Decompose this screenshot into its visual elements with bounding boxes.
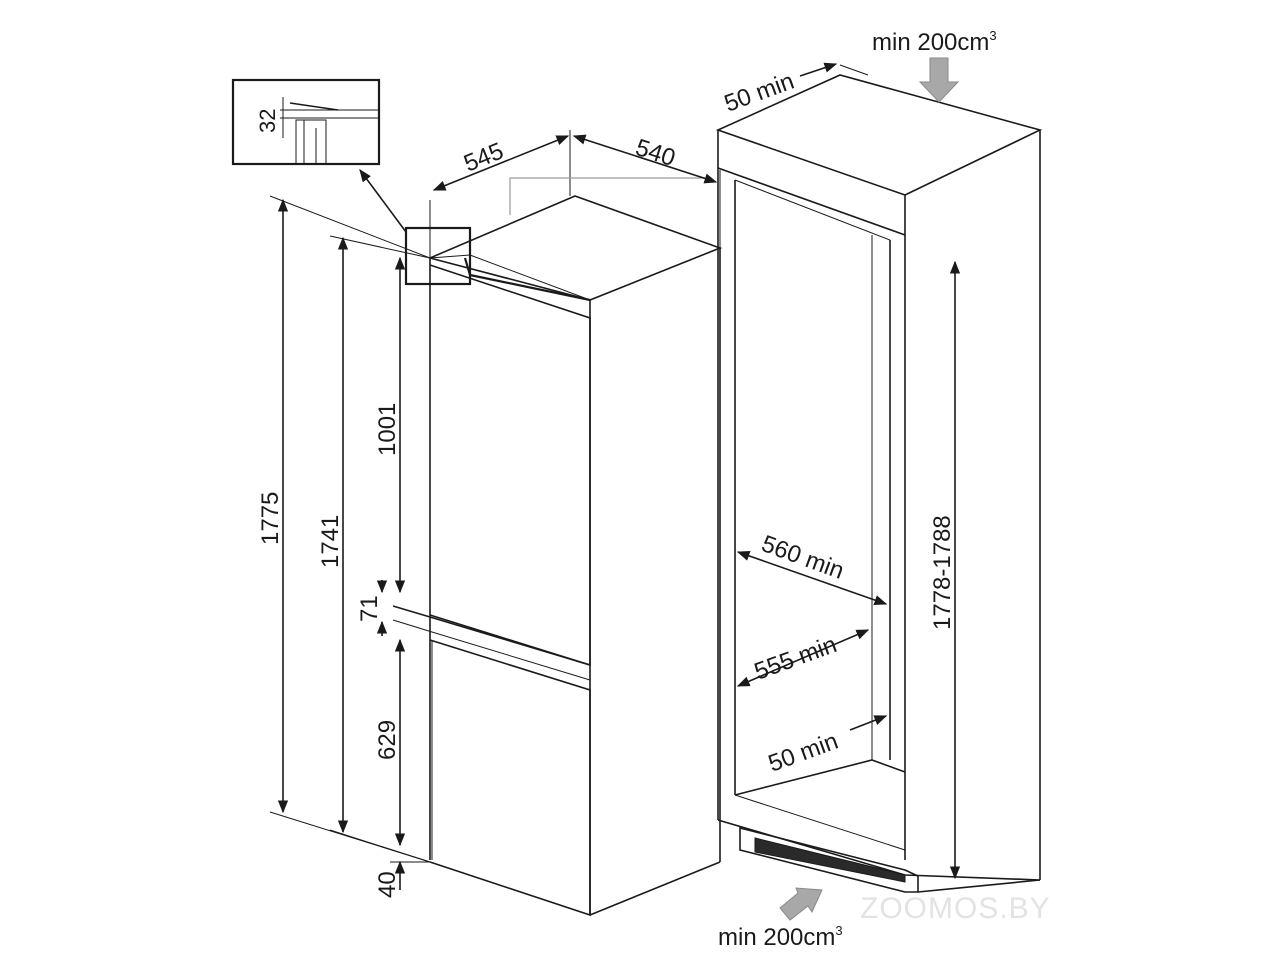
niche-width-top-label: 560 min <box>758 530 847 585</box>
gap-top-label: 50 min <box>721 68 798 118</box>
height-upper-label: 1001 <box>374 403 401 456</box>
dimension-lines-cabinet <box>736 62 961 880</box>
detail-inset: 32 <box>231 78 407 233</box>
base-label: 40 <box>374 871 401 898</box>
niche-width-bottom-label: 555 min <box>751 631 840 686</box>
vent-arrows <box>779 57 960 921</box>
gap-mid-label: 71 <box>356 595 383 622</box>
height-lower-label: 629 <box>374 720 401 760</box>
dimension-lines-appliance <box>277 134 718 890</box>
width-label: 540 <box>632 134 678 172</box>
vent-bottom-label: min 200cm3 <box>718 923 843 951</box>
niche-height-label: 1778-1788 <box>929 515 956 630</box>
extension-lines <box>269 130 721 863</box>
vent-top-label: min 200cm3 <box>872 28 997 56</box>
height-body-label: 1741 <box>317 515 344 568</box>
watermark: ZOOMOS.BY <box>860 892 1051 925</box>
detail-dimension: 32 <box>255 109 280 133</box>
height-total-label: 1775 <box>257 492 284 545</box>
dimension-labels-appliance: 1775 1741 1001 71 629 40 545 540 <box>257 134 679 898</box>
appliance-drawing <box>392 195 723 917</box>
depth-label: 545 <box>460 138 507 178</box>
cabinet-drawing <box>715 74 1043 893</box>
